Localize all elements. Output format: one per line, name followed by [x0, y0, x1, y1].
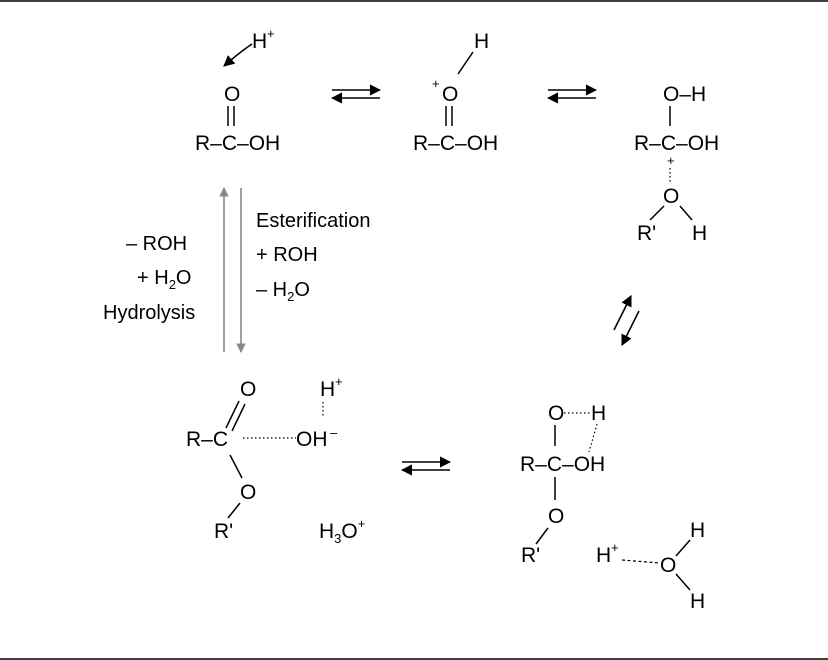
proton-charge: +	[335, 374, 343, 389]
water-hydrogen-1: H	[690, 519, 705, 542]
structure-tetrahedral-cation: O–H R–C–OH + O R' H	[634, 83, 719, 245]
structure-carboxylic-acid: H + O R–C–OH	[195, 26, 280, 155]
carbonyl-oxygen: O	[224, 83, 240, 106]
chain-label: R–C–OH	[195, 132, 280, 155]
water-hydrogen-2: H	[690, 590, 705, 613]
hydrogen-label: H	[474, 30, 489, 53]
hydroxide-charge: –	[330, 425, 338, 440]
proton-charge: +	[611, 540, 619, 555]
proton-label: H	[320, 378, 335, 401]
hydrolysis-title: Hydrolysis	[103, 302, 195, 324]
add-water: + H2O	[137, 267, 191, 292]
add-roh: + ROH	[256, 244, 318, 266]
hydronium: H3O+	[319, 516, 365, 546]
top-hydroxyl: O–H	[663, 83, 706, 106]
chain-label: R–C–OH	[520, 453, 605, 476]
chain-label: R–C–OH	[634, 132, 719, 155]
remove-water: – H2O	[256, 279, 310, 304]
equilibrium-arrow-2	[548, 90, 596, 98]
proton-label: H	[596, 544, 611, 567]
oh-bond	[458, 52, 473, 74]
equilibrium-arrow-bottom	[402, 462, 450, 470]
ester-oxygen: O	[240, 481, 256, 504]
proton-label: H	[252, 30, 267, 53]
water-oxygen: O	[660, 554, 676, 577]
hydrolysis-label: – ROH + H2O Hydrolysis	[103, 233, 195, 324]
r-prime: R'	[214, 520, 233, 543]
hydroxide: OH	[296, 428, 328, 451]
chain-left: R–C	[186, 428, 228, 451]
oxonium-oxygen: O	[442, 83, 458, 106]
hydrogen-label: H	[692, 222, 707, 245]
equilibrium-arrow-diagonal	[614, 296, 639, 345]
proton-charge: +	[267, 26, 275, 41]
chain-label: R–C–OH	[413, 132, 498, 155]
esterification-title: Esterification	[256, 210, 371, 232]
carbon-charge: +	[667, 153, 675, 168]
equilibrium-arrow-1	[332, 90, 380, 98]
ester-oxygen: O	[548, 505, 564, 528]
top-oxygen: O	[548, 402, 564, 425]
r-prime: R'	[637, 222, 656, 245]
structure-protonated-acid: H + O R–C–OH	[413, 30, 498, 155]
hydrolysis-esterification-arrows	[224, 188, 241, 352]
oxonium-charge: +	[432, 76, 440, 91]
structure-ester: O R–C OH – H + O R' H3O+	[186, 374, 365, 546]
alcohol-oxygen: O	[663, 185, 679, 208]
esterification-label: Esterification + ROH – H2O	[256, 210, 371, 304]
proton-attack-arrow	[224, 44, 252, 66]
remove-roh: – ROH	[126, 233, 187, 255]
carbonyl-oxygen: O	[240, 378, 256, 401]
structure-tetrahedral-intermediate: O H R–C–OH O R' H + O H H	[520, 402, 705, 613]
r-prime: R'	[521, 544, 540, 567]
top-hydrogen: H	[591, 402, 606, 425]
